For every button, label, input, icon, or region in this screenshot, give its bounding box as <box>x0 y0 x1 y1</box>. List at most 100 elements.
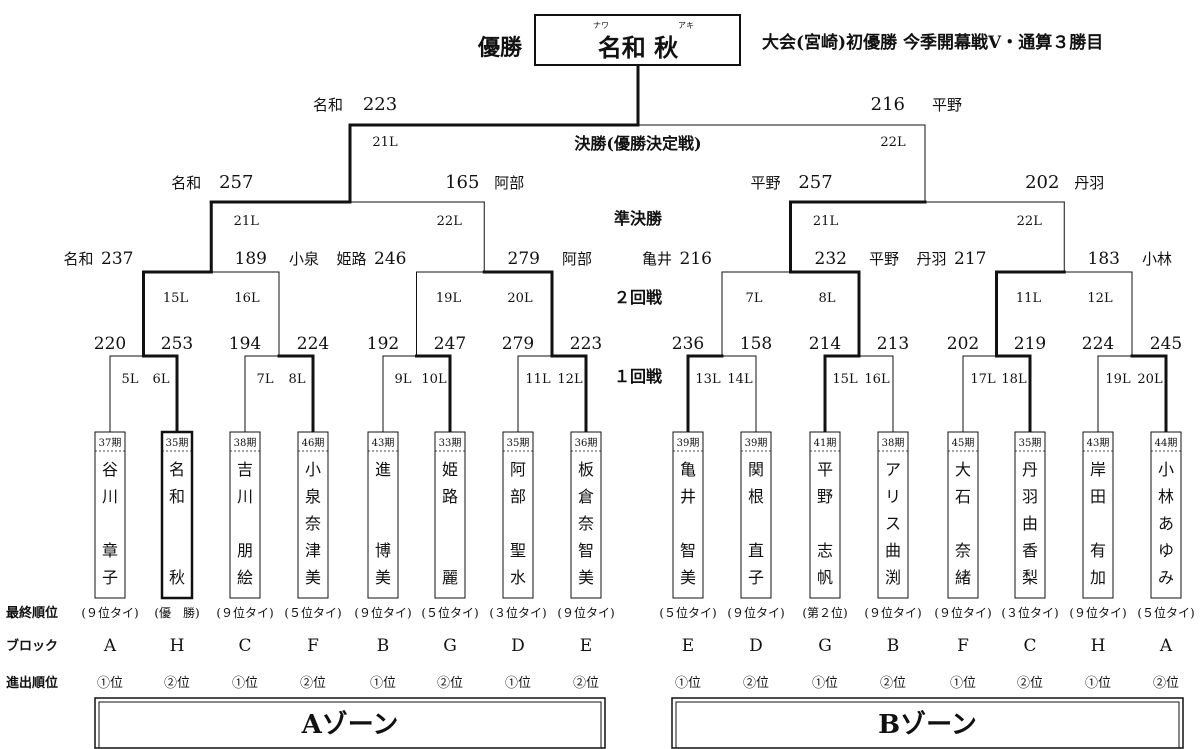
r2-score: 217 <box>954 249 986 269</box>
final-score: 223 <box>363 94 397 115</box>
player-term: 35期 <box>166 437 189 449</box>
player-name-char: 奈 <box>305 514 321 533</box>
r2-lane: 15L <box>163 291 189 306</box>
player-term: 39期 <box>745 437 768 449</box>
r1-lane: 19L <box>1105 372 1131 387</box>
player-card <box>94 431 126 599</box>
qualify-rank: ②位 <box>437 676 463 691</box>
r2-name: 小泉 <box>289 250 319 268</box>
qualify-rank: ②位 <box>300 676 326 691</box>
player-card <box>160 430 194 600</box>
r1-lane: 6L <box>153 372 170 387</box>
player-name-char: 田 <box>1090 487 1106 506</box>
final-rank: (９位タイ) <box>81 605 138 620</box>
player-name-char: 部 <box>510 487 526 506</box>
final-name: 平野 <box>932 96 962 114</box>
qualify-rank: ①位 <box>370 676 396 691</box>
final-rank: (３位タイ) <box>1001 605 1058 620</box>
block-letter: B <box>377 636 390 656</box>
player-name-char: 子 <box>748 568 764 587</box>
block-letter: G <box>443 636 457 656</box>
zone-box <box>671 697 1184 749</box>
r2-name: 小林 <box>1142 250 1172 268</box>
player-name-char: 香 <box>1022 541 1038 560</box>
final-rank: (優 勝) <box>154 605 199 620</box>
player-name-char: 博 <box>375 541 391 560</box>
qualify-rank: ①位 <box>675 676 701 691</box>
player-card <box>229 431 261 599</box>
r1-lane: 7L <box>257 372 274 387</box>
r1-lane: 20L <box>1137 372 1163 387</box>
player-name-char: 進 <box>375 460 391 479</box>
player-name-char: 石 <box>955 487 971 506</box>
final-rank: (９位タイ) <box>216 605 273 620</box>
sf-name: 丹羽 <box>1074 174 1104 192</box>
bracket-lines <box>109 64 1168 434</box>
qualify-rank: ①位 <box>950 676 976 691</box>
player-name-char: ア <box>885 460 901 479</box>
r2-score: 183 <box>1088 249 1120 269</box>
player-name-char: 智 <box>578 541 594 560</box>
player-name-char: 林 <box>1158 487 1174 506</box>
player-card <box>740 431 772 599</box>
block-letter: E <box>580 636 592 656</box>
qualify-rank: ②位 <box>164 676 190 691</box>
player-name-char: 直 <box>748 541 764 560</box>
player-term: 38期 <box>234 437 257 449</box>
player-term: 35期 <box>1019 437 1042 449</box>
player-name-char: リ <box>885 487 901 506</box>
sf-score: 165 <box>445 172 479 193</box>
player-card <box>1014 431 1046 599</box>
player-name-char: 根 <box>748 487 764 506</box>
final-rank: (９位タイ) <box>1069 605 1126 620</box>
r2-score: 216 <box>680 249 712 269</box>
r1-score: 279 <box>502 334 534 354</box>
r1-score: 224 <box>1082 334 1114 354</box>
block-letter: F <box>957 636 969 656</box>
r1-score: 245 <box>1150 334 1182 354</box>
final-rank: (９位タイ) <box>354 605 411 620</box>
zone-box-inner <box>675 701 1180 749</box>
zone-box-inner <box>98 701 602 749</box>
block-letter: B <box>887 636 900 656</box>
player-name-char: 美 <box>305 568 321 587</box>
player-name-char: 水 <box>510 568 526 587</box>
footer-rows: (９位タイ)A①位(優 勝)H②位(９位タイ)C①位(５位タイ)F②位(９位タイ… <box>6 605 1195 749</box>
champion-box <box>534 14 741 66</box>
player-name-char: 渕 <box>885 568 901 587</box>
block-letter: H <box>170 636 185 656</box>
r2-score: 189 <box>235 249 267 269</box>
block-letter: C <box>238 636 251 656</box>
r1-score: 213 <box>877 334 909 354</box>
final-rank: (５位タイ) <box>421 605 478 620</box>
final-score: 216 <box>871 94 905 115</box>
final-rank: (９位タイ) <box>864 605 921 620</box>
sf-score: 257 <box>798 172 832 193</box>
player-card <box>672 431 704 599</box>
player-name-char: 関 <box>748 460 764 479</box>
player-name-char: 丹 <box>1022 460 1038 479</box>
player-name-char: 大 <box>955 460 971 479</box>
final-rank: (９位タイ) <box>934 605 991 620</box>
r1-score: 253 <box>161 334 193 354</box>
r1-lane: 16L <box>864 372 890 387</box>
player-name-char: 美 <box>578 568 594 587</box>
player-name-char: 板 <box>578 460 594 479</box>
final-rank: (９位タイ) <box>727 605 784 620</box>
zone-box <box>94 697 606 749</box>
player-name-char: 帆 <box>817 568 833 587</box>
player-name-char: 名 <box>169 460 185 479</box>
player-name-char: 泉 <box>305 487 321 506</box>
r2-name: 阿部 <box>562 250 592 268</box>
qualify-rank: ②位 <box>880 676 906 691</box>
player-name-char: み <box>1158 568 1174 587</box>
player-name-char: あ <box>1158 514 1174 533</box>
champion-header: 優勝 名和 秋 ナワ アキ 大会(宮崎)初優勝 今季開幕戦V・通算３勝目 <box>477 14 1103 66</box>
sf-name: 平野 <box>750 174 780 192</box>
player-card <box>809 431 841 599</box>
row-label-qual: 進出順位 <box>6 675 58 691</box>
champion-note: 大会(宮崎)初優勝 今季開幕戦V・通算３勝目 <box>762 32 1103 53</box>
final-lane: 22L <box>880 135 906 150</box>
player-cards: 37期谷川章子35期名和秋38期吉川朋絵46期小泉奈津美43期進博美33期姫路麗… <box>94 430 1182 600</box>
